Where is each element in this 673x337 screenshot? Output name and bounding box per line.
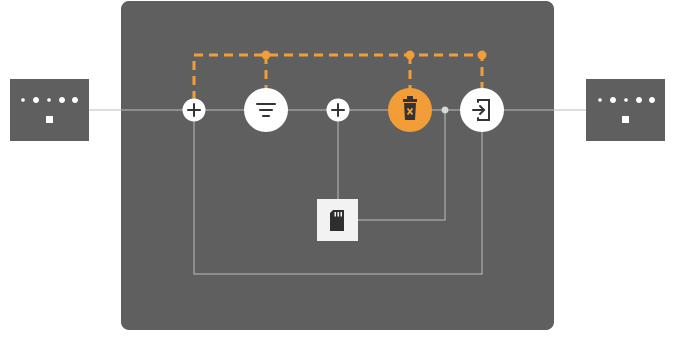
delete-node[interactable] [388,88,432,132]
control-node-dot [477,50,487,60]
device-dots-icon [21,97,78,123]
add-node-1[interactable] [182,98,206,122]
junction-dot [441,106,449,114]
storage-output-wire [358,110,446,221]
add-node-2[interactable] [326,98,350,122]
sd-card-icon [330,210,344,231]
left-io-device[interactable] [10,79,89,141]
storage-node[interactable] [317,199,358,241]
plus-icon [331,103,345,117]
control-bus [192,50,487,100]
filter-node[interactable] [244,88,288,132]
trash-x-icon [403,96,417,120]
device-dots-icon [598,97,655,123]
plus-icon [187,103,201,117]
bypass-loop-wire [193,110,483,275]
filter-icon [256,103,276,117]
left-io-box [10,79,89,141]
control-node-dot [405,50,415,60]
exit-arrow-icon [472,99,490,121]
exit-node[interactable] [460,88,504,132]
control-bus-line [192,53,484,100]
right-io-box [586,79,665,141]
right-io-device[interactable] [586,79,665,141]
control-node-dot [261,50,271,60]
